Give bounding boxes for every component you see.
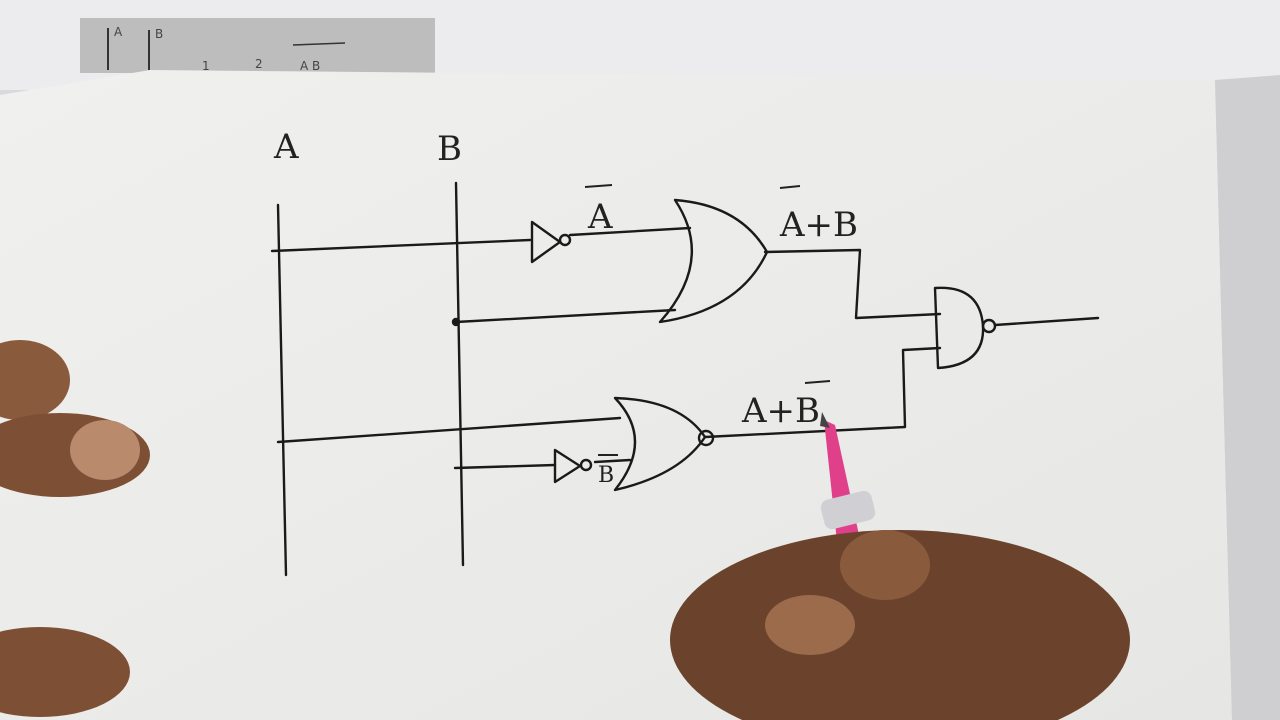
right-hand [670,530,1130,720]
label-not-a-or-b: A+B [779,205,858,245]
not-gate-a [530,220,572,264]
strip-expression: A B [300,59,320,73]
not-gate-b [553,448,593,484]
input-label-b: B [437,129,462,169]
or-gate-top [658,198,769,324]
label-not-a: A [587,197,613,237]
left-hand [0,340,150,717]
top-printed-strip [80,18,435,73]
strip-row-1: 1 [202,59,210,73]
nand-gate [933,286,997,370]
or-gate-bottom [613,396,715,492]
input-label-a: A [273,127,299,167]
strip-col-b: B [155,27,163,41]
wires [270,181,1100,577]
strip-col-a: A [114,25,123,39]
label-not-b: B [598,463,614,488]
strip-row-2: 2 [255,57,263,71]
label-a-or-not-b: A+B [741,391,820,431]
